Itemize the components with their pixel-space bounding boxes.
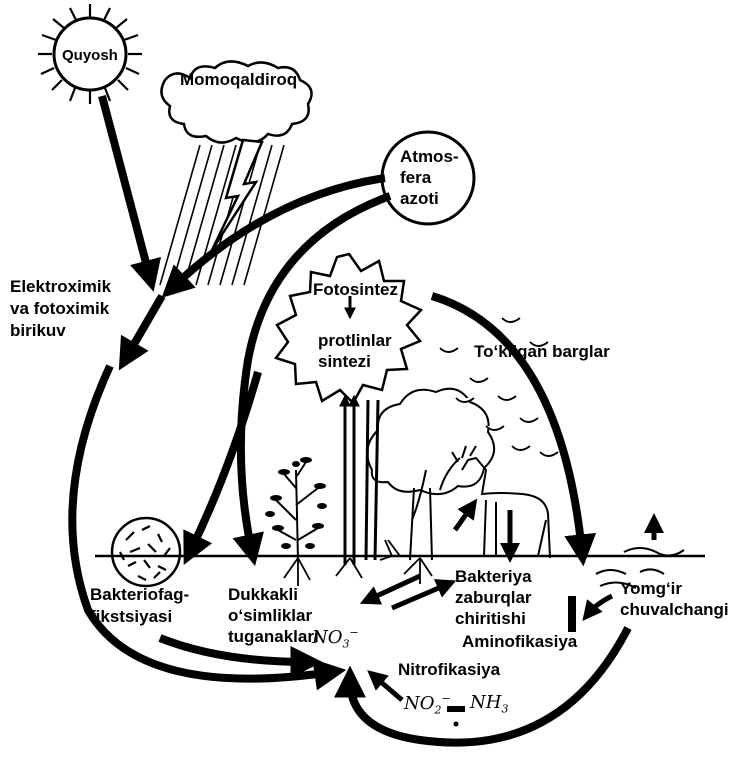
electro-photochemical-fixation-label: Elektroximik va fotoximik birikuv <box>10 276 111 342</box>
atmospheric-nitrogen-label: Atmos- fera azoti <box>400 146 459 209</box>
photosynthesis-starburst <box>276 254 421 403</box>
connector-dot <box>454 722 459 727</box>
nitrate-formula: NO3− <box>312 626 359 651</box>
deer-icon <box>452 446 550 558</box>
arrow-fixation-down <box>126 296 162 358</box>
thunderstorm-label: Momoqaldiroq <box>180 70 297 90</box>
bacteriophage-circle <box>112 518 180 586</box>
sun-label: Quyosh <box>62 46 118 66</box>
bacteriophage-fixation-label: Bakteriofag- fikstsiyasi <box>90 584 189 628</box>
arrow-up-3 <box>366 400 368 560</box>
legume-nodules-label: Dukkakli o‘simliklar tuganaklari <box>228 584 319 647</box>
photosynthesis-label: Fotosintez <box>313 280 398 300</box>
fallen-leaves-label: To‘kilgan barglar <box>474 342 610 362</box>
earthworm-label: Yomg‘ir chuvalchangi <box>620 578 729 620</box>
aminofication-label: Aminofikasiya <box>462 632 577 652</box>
arrow-worm-to-bacteria <box>588 596 612 614</box>
ammonia-formula: NH3 <box>470 692 508 716</box>
arrow-soil-to-root <box>368 576 420 600</box>
bacteria-decomposition-label: Bakteriya zaburqlar chiritishi <box>455 566 532 629</box>
protein-synthesis-label: protlinlar sintezi <box>318 330 392 372</box>
nitrite-formula: NO2− <box>404 692 451 717</box>
tree-icon <box>367 389 494 560</box>
arrow-sun-to-fixation <box>102 96 150 278</box>
nitrofication-label: Nitrofikasiya <box>398 660 500 680</box>
arrow-up-to-deer <box>455 506 472 530</box>
arrow-leaves-down <box>432 296 582 552</box>
shrub-icon <box>265 457 327 560</box>
